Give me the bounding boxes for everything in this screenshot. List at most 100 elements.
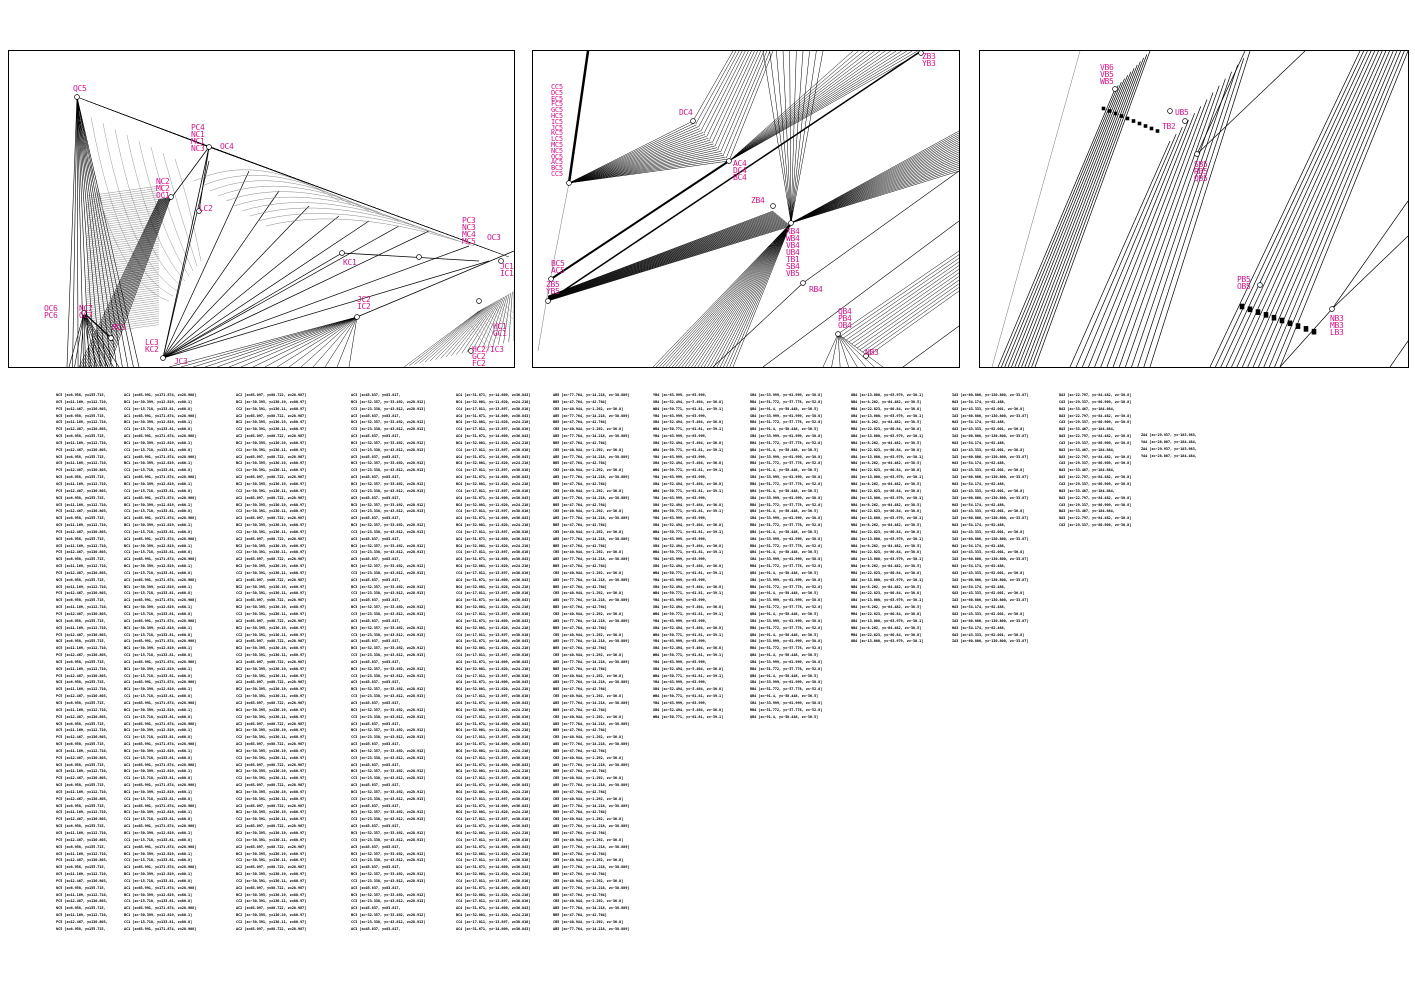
table-row: AB5 [x=-77.764, y=-14.218, z=-38.889] [553, 598, 630, 603]
wire-line [694, 222, 792, 367]
viewport-2[interactable]: CC5 DC5 EC5 FC5 GC5 HC5 IC5 JC5 KC5 LC5 … [532, 50, 960, 368]
table-row: WB4 [x=-50.771, y=-61.81, z=-39.1] [653, 447, 724, 452]
table-row: BC4 [x=-32.001, y=-11.620, z=24.210] [456, 872, 531, 877]
table-row: QB4 [x=-91.4, y=-58.448, z=-36.5] [750, 570, 819, 575]
wire-line [713, 222, 792, 367]
table-row: HA3 [x=-54.174, y=-62.488, [952, 502, 1006, 507]
wire-line [709, 51, 752, 140]
wire-line [83, 312, 86, 367]
table-row: CC1 [x=-15.718, y=133.81, z=80.8] [124, 858, 193, 863]
wire-line [568, 126, 699, 184]
wire-line [547, 220, 785, 300]
node-marker [1182, 118, 1188, 124]
wire-line [72, 96, 78, 367]
table-row: NC5 [x=6.958, y=155.715, [56, 516, 106, 521]
table-row: CC4 [x=-17.011, y=-13.897, z=30.810] [456, 529, 531, 534]
wire-diagram-1 [66, 94, 514, 367]
wire-line [1247, 51, 1387, 367]
node-marker [108, 335, 114, 341]
table-row: OC5 [x=11.169, y=112.710, [56, 564, 108, 569]
table-row: WB4 [x=-50.771, y=-61.81, z=-39.1] [653, 488, 724, 493]
wire-line [91, 198, 165, 367]
label-PC4-stack: PC4 NC1 MC1 NC3 [191, 123, 205, 153]
table-row: OB4 [x=-13.000, y=-63.979, z=-30.1] [851, 557, 924, 562]
table-row: OC5 [x=11.169, y=112.710, [56, 892, 108, 897]
table-row: CB5 [x=-40.944, y=-1.292, z=-36.8] [553, 612, 624, 616]
wire-line [430, 306, 488, 361]
table-row: CC4 [x=-17.011, y=-13.897, z=30.810] [456, 468, 531, 473]
table-row: OB4 [x=-13.000, y=-63.979, z=-30.1] [851, 434, 924, 439]
table-row: CC1 [x=-15.718, y=133.81, z=80.8] [124, 837, 193, 842]
wire-line [843, 258, 959, 339]
wire-line [568, 134, 706, 184]
wire-line [652, 222, 792, 367]
wire-line [837, 333, 858, 367]
wire-line [568, 122, 695, 184]
wire-line [762, 220, 959, 367]
wire-line [692, 51, 734, 122]
wire-line [86, 236, 160, 247]
wire-line [831, 333, 839, 367]
table-row: AC1 [x=63.991, y=171.874, z=28.908] [124, 926, 197, 931]
wire-line [568, 141, 712, 184]
table-row: GA3 [x=-43.333, y=-62.001, z=-36.8] [952, 570, 1025, 575]
table-row: CC1 [x=-15.718, y=133.81, z=80.8] [124, 919, 193, 924]
table-row: CB5 [x=-40.944, y=-1.292, z=-36.8] [553, 919, 624, 924]
wire-line [716, 222, 792, 367]
table-row: CB5 [x=-40.944, y=-1.292, z=-36.8] [553, 447, 624, 452]
wire-line [86, 322, 160, 333]
table-row: BB5 [x=-47.764, y=-42.764] [553, 646, 607, 651]
node-marker [196, 208, 202, 214]
table-row: HA3 [x=-54.174, y=-62.488, [952, 461, 1006, 466]
wire-line [300, 316, 358, 367]
table-row: OC5 [x=11.169, y=112.710, [56, 707, 108, 712]
table-row: CC2 [x=-30.391, y=130.11, z=80.97] [236, 570, 307, 575]
table-row: CC1 [x=-15.718, y=133.81, z=80.8] [124, 509, 193, 514]
node-marker [788, 220, 794, 226]
table-row: CC4 [x=-17.011, y=-13.897, z=30.810] [456, 776, 531, 781]
table-row: PC5 [x=12.467, y=130.803, [56, 755, 108, 760]
table-row: MB4 [x=-22.023, y=-80.84, z=-30.8] [851, 632, 922, 637]
clamp-marker [1255, 309, 1261, 315]
table-row: CC2 [x=-30.391, y=130.11, z=80.97] [236, 653, 307, 658]
table-row: OB4 [x=-13.000, y=-63.979, z=-30.1] [851, 454, 924, 459]
table-row: BC1 [x=-30.399, y=12.819, z=80.1] [124, 564, 193, 569]
clamp-marker [1295, 323, 1301, 329]
table-row: HA3 [x=-54.174, y=-62.488, [952, 543, 1006, 548]
table-row: QB4 [x=-91.4, y=-58.448, z=-36.5] [750, 427, 819, 432]
wire-line [790, 51, 810, 224]
wire-line [790, 163, 959, 224]
wire-diagram-3 [991, 51, 1408, 367]
table-row: BC3 [x=-32.357, y=-33.492, z=28.912] [351, 831, 426, 835]
table-row: CC3 [x=-23.338, y=-43.812, z=28.913] [351, 468, 426, 473]
table-column: IA3 [x=-60.806, y=-130.800, z=-33.87] HA3… [952, 392, 1056, 645]
table-row: CC3 [x=-23.338, y=-43.812, z=28.913] [351, 817, 426, 822]
table-row: CC1 [x=-15.718, y=133.81, z=80.8] [124, 878, 193, 883]
table-row: AB5 [x=-77.764, y=-14.218, z=-38.889] [553, 557, 630, 562]
table-row: BC1 [x=-30.399, y=12.819, z=80.1] [124, 831, 193, 835]
wire-line [547, 223, 788, 301]
table-row: NC5 [x=6.958, y=155.715, [56, 659, 106, 664]
table-row: AC2 [x=63.097, y=88.722, z=28.907] [236, 906, 307, 911]
table-row: BC4 [x=-32.001, y=-11.620, z=24.210] [456, 892, 531, 897]
table-row: SB4 [x=-33.999, y=-61.999, z=-38.8] [750, 495, 823, 500]
table-row: SB4 [x=-33.999, y=-61.999, z=-38.8] [750, 536, 823, 541]
table-row: NC5 [x=6.958, y=155.715, [56, 577, 106, 582]
table-row: AC2 [x=63.097, y=88.722, z=28.907] [236, 557, 307, 562]
table-row: BB5 [x=-47.764, y=-42.764] [553, 789, 607, 794]
wire-line [567, 51, 590, 184]
guide-curve [249, 207, 445, 237]
viewport-3[interactable]: VB6 VB5 WB5 UB5 TB2 SB5 RB5 QB5 PB5 OB5 … [979, 50, 1409, 368]
guide-curve [78, 110, 170, 302]
table-row: AC1 [x=63.991, y=171.874, z=28.908] [124, 885, 197, 890]
table-row: NB4 [x=-8.262, y=-64.482, z=-38.5] [851, 605, 922, 610]
wire-line [568, 137, 709, 184]
table-row: MB4 [x=-22.023, y=-80.84, z=-30.8] [851, 591, 922, 596]
viewport-1[interactable]: QC5 PC4 NC1 MC1 NC3 OC4 NC2 MC2 OC1 LC2 … [8, 50, 515, 368]
table-row: BC4 [x=-32.001, y=-11.620, z=24.210] [456, 564, 531, 569]
wire-line [700, 222, 792, 367]
table-row: RB4 [x=-51.772, y=-57.778, z=-52.0] [750, 625, 823, 630]
wire-line [668, 222, 792, 367]
table-row: IA3 [x=-60.806, y=-130.800, z=-33.87] [952, 598, 1029, 603]
guide-curve [174, 158, 202, 262]
